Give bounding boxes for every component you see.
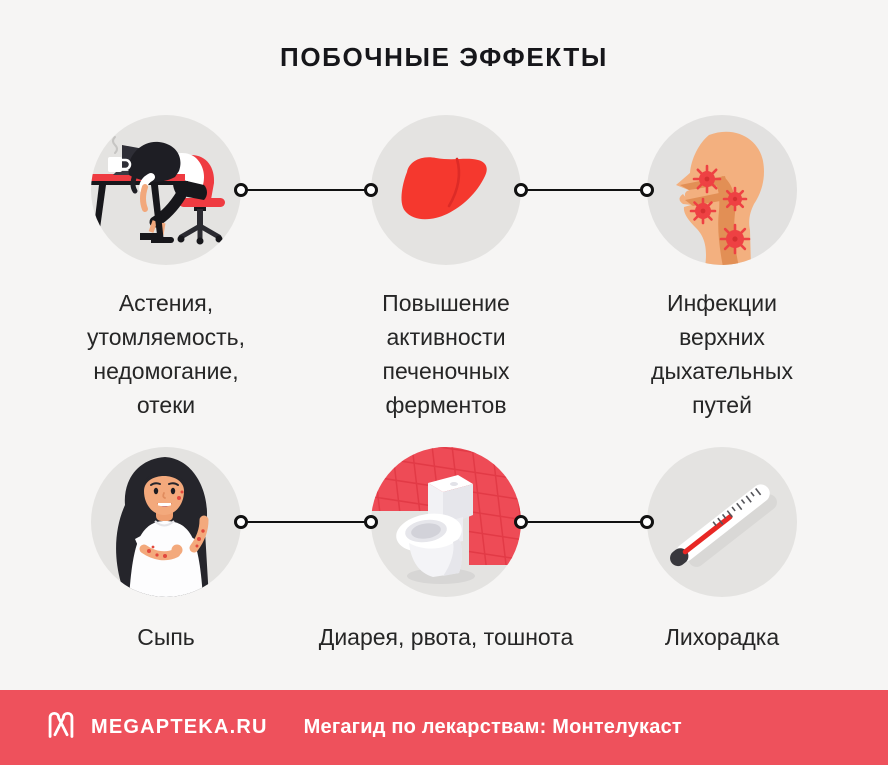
connector-node-icon (234, 515, 248, 529)
page-title: ПОБОЧНЫЕ ЭФФЕКТЫ (280, 42, 608, 72)
icon-circle-fever (647, 447, 797, 597)
connector-node-icon (640, 515, 654, 529)
connector-node-icon (364, 183, 378, 197)
connector-node-icon (640, 183, 654, 197)
icon-circle-toilet (371, 447, 521, 597)
thermometer-icon (647, 447, 797, 597)
connector-segment (247, 520, 365, 524)
caption-asthenia: Астения, утомляемость, недомогание, отек… (86, 290, 246, 418)
head-infection-icon (647, 115, 797, 265)
caption-respiratory-infections: Инфекции верхних дыхательных путей (651, 290, 793, 418)
icon-circle-infection (647, 115, 797, 265)
icon-circle-asthenia (91, 115, 241, 265)
footer-brand: MEGAPTEKA.RU (91, 716, 268, 738)
liver-icon (371, 115, 521, 265)
footer-bar: MEGAPTEKA.RU Мегагид по лекарствам: Монт… (0, 690, 888, 765)
icon-circle-liver (371, 115, 521, 265)
caption-rash: Сыпь (137, 624, 195, 650)
connector-line (514, 515, 654, 529)
connector-node-icon (514, 515, 528, 529)
connector-segment (247, 188, 365, 192)
connector-node-icon (514, 183, 528, 197)
connector-segment (527, 188, 641, 192)
footer-tagline: Мегагид по лекарствам: Монтелукаст (303, 716, 682, 738)
icon-circle-rash (91, 447, 241, 597)
caption-liver-enzymes: Повышение активности печеночных ферменто… (382, 290, 510, 418)
toilet-icon (371, 447, 521, 597)
connector-node-icon (234, 183, 248, 197)
tired-person-icon (91, 115, 241, 265)
woman-with-rash-icon (91, 447, 241, 597)
megapteka-logo-icon (44, 708, 78, 747)
caption-fever: Лихорадка (664, 624, 780, 650)
connector-line (234, 183, 378, 197)
connector-line (514, 183, 654, 197)
connector-node-icon (364, 515, 378, 529)
connector-segment (527, 520, 641, 524)
connector-line (234, 515, 378, 529)
caption-diarrhea-vomiting-nausea: Диарея, рвота, тошнота (318, 624, 574, 650)
